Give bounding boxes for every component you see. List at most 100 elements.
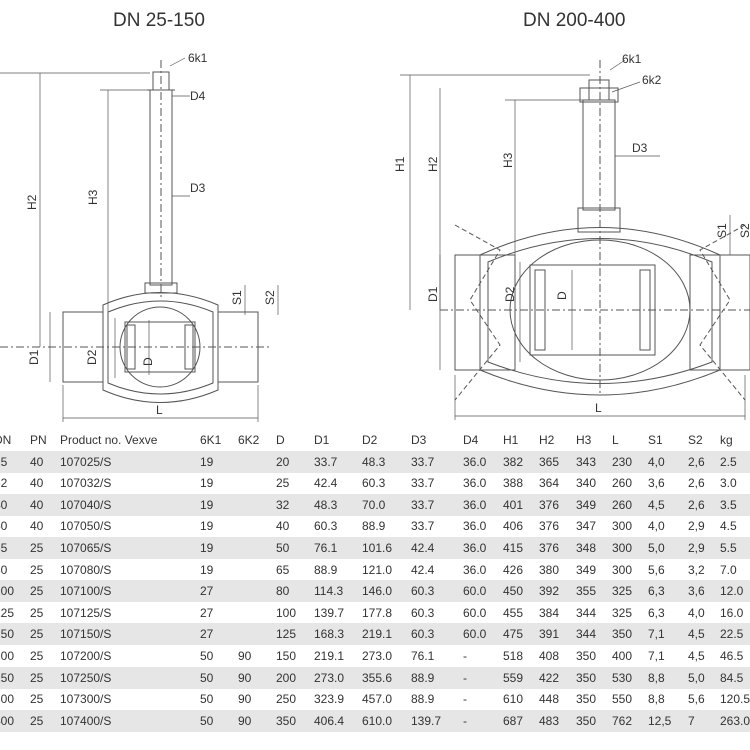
table-cell: 7	[688, 713, 695, 728]
table-cell: 7,1	[648, 627, 665, 642]
table-cell: 80	[276, 584, 290, 599]
table-cell: 349	[576, 497, 597, 512]
table-cell: 350	[576, 692, 597, 707]
table-cell: H2	[539, 433, 555, 447]
table-cell: 323.9	[314, 692, 345, 707]
table-row: 15025107150/S27125168.3219.160.360.04753…	[0, 623, 750, 646]
table-cell: 273.0	[362, 649, 393, 663]
table-cell: 448	[539, 692, 560, 707]
table-cell: 25	[30, 692, 44, 707]
table-cell: 250	[0, 670, 15, 685]
table-cell: 2.5	[720, 454, 737, 469]
table-cell: D1	[314, 433, 330, 447]
table-cell: 107032/S	[60, 476, 112, 491]
table-cell: 350	[576, 649, 597, 663]
table-cell: 80	[0, 562, 8, 577]
table-cell: 60.3	[411, 605, 435, 620]
table-header-row: DNPNProduct no. Vexve6K16K2DD1D2D3D4H1H2…	[0, 429, 750, 451]
table-cell: 6K2	[238, 433, 260, 447]
table-cell: 340	[576, 476, 597, 491]
table-cell: 200	[0, 649, 15, 663]
table-cell: 32	[276, 497, 290, 512]
label-s1-right: S1	[715, 223, 729, 238]
table-row: 12525107125/S27100139.7177.860.360.04553…	[0, 602, 750, 624]
table-cell: 426	[503, 562, 524, 577]
table-cell: 273.0	[314, 670, 345, 685]
table-cell: L	[612, 433, 619, 447]
table-row: 4040107040/S193248.370.033.736.040137634…	[0, 493, 750, 516]
table-cell: 610.0	[362, 713, 393, 728]
table-cell: S2	[688, 433, 703, 447]
table-cell: 457.0	[362, 692, 393, 707]
table-cell: 16.0	[720, 605, 744, 620]
table-cell: 550	[612, 692, 633, 707]
table-cell: 48.3	[314, 497, 338, 512]
table-cell: 40	[30, 497, 44, 512]
table-cell: 90	[238, 713, 252, 728]
table-cell: 2,9	[688, 519, 705, 534]
table-cell: S1	[648, 433, 663, 447]
table-cell: 7.0	[720, 562, 737, 577]
table-cell: 107080/S	[60, 562, 112, 577]
label-6k1-left: 6k1	[188, 51, 208, 65]
table-cell: 19	[200, 476, 214, 491]
table-cell: 4.5	[720, 519, 737, 534]
table-cell: 2,6	[688, 476, 705, 491]
table-cell: 33.7	[411, 476, 435, 491]
table-cell: 42.4	[314, 476, 338, 491]
table-cell: 2,6	[688, 497, 705, 512]
table-cell: 19	[200, 541, 214, 555]
table-row: 6525107065/S195076.1101.642.436.04153763…	[0, 537, 750, 559]
table-cell: 20	[276, 454, 290, 469]
table-cell: 7,1	[648, 649, 665, 663]
table-cell: 76.1	[314, 541, 338, 555]
table-cell: 50	[200, 692, 214, 707]
table-cell: 406	[503, 519, 524, 534]
table-cell: 422	[539, 670, 560, 685]
table-cell: 88.9	[411, 692, 435, 707]
table-cell: 200	[276, 670, 297, 685]
label-d2-right: D2	[503, 286, 517, 302]
table-cell: 3,6	[648, 476, 665, 491]
table-cell: 125	[276, 627, 297, 642]
table-cell: 483	[539, 713, 560, 728]
table-cell: 219.1	[314, 649, 345, 663]
table-row: 5040107050/S194060.388.933.736.040637634…	[0, 515, 750, 537]
table-cell: 42.4	[411, 541, 435, 555]
table-cell: 107200/S	[60, 649, 112, 663]
table-cell: 350	[576, 670, 597, 685]
table-cell: 347	[576, 519, 597, 534]
table-cell: 107040/S	[60, 497, 112, 512]
table-cell: 40	[0, 497, 8, 512]
table-cell: DN	[0, 433, 12, 447]
table-cell: 33.7	[411, 519, 435, 534]
table-cell: 36.0	[463, 497, 487, 512]
table-cell: 518	[503, 649, 524, 663]
table-cell: 348	[576, 541, 597, 555]
table-cell: 355	[576, 584, 597, 599]
table-cell: 380	[539, 562, 560, 577]
table-cell: 260	[612, 476, 633, 491]
table-cell: 125	[0, 605, 15, 620]
table-cell: 5,6	[648, 562, 665, 577]
label-h3-left: H3	[86, 189, 100, 205]
table-cell: 687	[503, 713, 524, 728]
label-d1-right: D1	[426, 286, 440, 302]
label-d3-right: D3	[632, 141, 648, 155]
table-cell: 8,8	[648, 692, 665, 707]
table-cell: 42.4	[411, 562, 435, 577]
table-cell: 46.5	[720, 649, 744, 663]
table-cell: 365	[539, 454, 560, 469]
label-d1-left: D1	[27, 349, 41, 365]
table-row: 3240107032/S192542.460.333.736.038836434…	[0, 472, 750, 494]
table-cell: 150	[0, 627, 15, 642]
table-cell: 50	[276, 541, 290, 555]
table-cell: D3	[411, 433, 427, 447]
table-cell: 6,3	[648, 605, 665, 620]
table-cell: 530	[612, 670, 633, 685]
table-cell: 300	[612, 562, 633, 577]
table-cell: 400	[612, 649, 633, 663]
table-cell: 384	[539, 605, 560, 620]
table-cell: 4,0	[688, 605, 705, 620]
table-cell: 6K1	[200, 433, 222, 447]
